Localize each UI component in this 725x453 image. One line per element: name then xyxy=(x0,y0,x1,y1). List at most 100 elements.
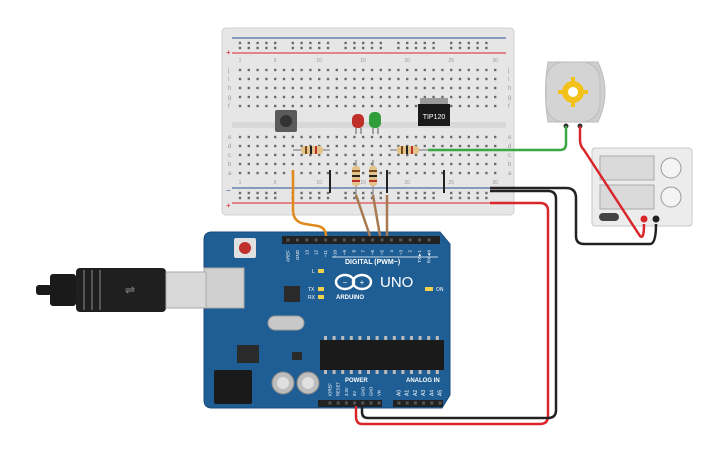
row-letter: b xyxy=(508,162,512,168)
breadboard-hole xyxy=(353,95,356,99)
breadboard-hole xyxy=(265,162,268,166)
row-letter: e xyxy=(508,135,512,141)
breadboard-hole xyxy=(335,135,338,139)
rail-hole xyxy=(476,191,479,195)
breadboard-hole xyxy=(238,86,242,90)
rail-hole xyxy=(362,196,365,200)
power-pin-label: GND xyxy=(360,387,365,396)
rail-hole xyxy=(423,41,426,45)
column-number: 20 xyxy=(404,58,410,64)
breadboard-hole xyxy=(274,104,277,108)
breadboard-hole xyxy=(388,144,391,148)
led-green-body xyxy=(369,112,381,128)
breadboard-hole xyxy=(388,68,391,72)
power-switch[interactable] xyxy=(599,213,619,221)
rail-hole xyxy=(344,191,347,195)
breadboard-hole xyxy=(309,162,312,166)
breadboard-hole xyxy=(432,153,435,157)
breadboard-hole xyxy=(247,104,250,108)
breadboard-hole xyxy=(309,77,312,81)
breadboard-hole xyxy=(326,86,330,90)
breadboard-hole xyxy=(291,86,294,90)
breadboard-hole xyxy=(318,153,321,157)
column-number: 25 xyxy=(448,58,454,64)
breadboard-hole xyxy=(318,77,321,81)
rail-hole xyxy=(238,41,242,45)
breadboard-hole xyxy=(238,68,242,72)
column-number: 5 xyxy=(274,58,277,64)
breadboard-hole xyxy=(397,171,400,175)
breadboard-hole xyxy=(414,68,418,72)
breadboard-hole xyxy=(397,135,400,139)
breadboard-hole xyxy=(432,77,435,81)
rail-hole xyxy=(432,191,435,195)
model-label: UNO xyxy=(380,274,413,291)
breadboard-hole xyxy=(450,171,453,175)
digital-label: DIGITAL (PWM~) xyxy=(345,259,400,266)
rail-hole xyxy=(265,41,268,45)
rail-hole xyxy=(467,191,470,195)
breadboard-hole xyxy=(476,144,479,148)
breadboard-hole xyxy=(291,95,294,99)
digital-pin-label: TX►1 xyxy=(417,250,422,263)
breadboard-hole xyxy=(388,135,391,139)
breadboard-hole xyxy=(256,77,259,81)
breadboard-hole xyxy=(335,104,338,108)
breadboard-hole xyxy=(265,77,268,81)
breadboard-hole xyxy=(485,104,488,108)
breadboard-hole xyxy=(467,68,470,72)
breadboard-hole xyxy=(300,153,303,157)
rail-hole xyxy=(247,46,250,50)
breadboard-hole xyxy=(485,171,488,175)
breadboard-hole xyxy=(406,162,409,166)
breadboard-hole xyxy=(256,135,259,139)
breadboard-hole xyxy=(274,153,277,157)
crystal xyxy=(267,315,305,331)
breadboard-hole xyxy=(450,77,453,81)
wires xyxy=(291,126,658,426)
rail-hole xyxy=(326,41,330,45)
breadboard-hole xyxy=(353,77,356,81)
breadboard-hole xyxy=(485,153,488,157)
breadboard-hole xyxy=(326,153,330,157)
row-letter: a xyxy=(228,171,232,177)
pushbutton[interactable] xyxy=(275,110,297,132)
breadboard-hole xyxy=(397,95,400,99)
current-knob[interactable] xyxy=(660,186,682,208)
rail-hole xyxy=(370,46,374,50)
breadboard-hole xyxy=(265,144,268,148)
wire-red-5v xyxy=(354,201,550,426)
digital-pin-label: AREF xyxy=(286,250,291,262)
digital-header xyxy=(282,236,440,244)
breadboard-hole xyxy=(458,68,462,72)
breadboard-hole xyxy=(432,95,435,99)
dc-motor xyxy=(545,61,606,129)
voltage-knob[interactable] xyxy=(660,157,682,179)
breadboard-hole xyxy=(344,135,347,139)
breadboard-hole xyxy=(291,135,294,139)
breadboard-hole xyxy=(362,144,365,148)
breadboard-hole xyxy=(406,153,409,157)
breadboard-hole xyxy=(265,153,268,157)
breadboard-hole xyxy=(353,104,356,108)
analog-pin xyxy=(405,401,409,405)
digital-pin-label: ~11 xyxy=(323,250,328,258)
breadboard-hole xyxy=(485,68,488,72)
rail-hole xyxy=(406,46,409,50)
rail-hole xyxy=(450,46,453,50)
header-pin xyxy=(314,238,318,242)
breadboard-hole xyxy=(432,135,435,139)
breadboard-hole xyxy=(309,95,312,99)
breadboard-hole xyxy=(265,135,268,139)
chip-legs xyxy=(324,336,439,374)
breadboard-hole xyxy=(485,77,488,81)
rail-hole xyxy=(256,41,259,45)
breadboard-hole xyxy=(300,95,303,99)
rail-hole xyxy=(414,46,418,50)
power-pin-label: 3.3V xyxy=(344,387,349,396)
breadboard-hole xyxy=(441,95,444,99)
breadboard-hole xyxy=(282,162,286,166)
breadboard-hole xyxy=(467,135,470,139)
header-pin xyxy=(295,238,299,242)
